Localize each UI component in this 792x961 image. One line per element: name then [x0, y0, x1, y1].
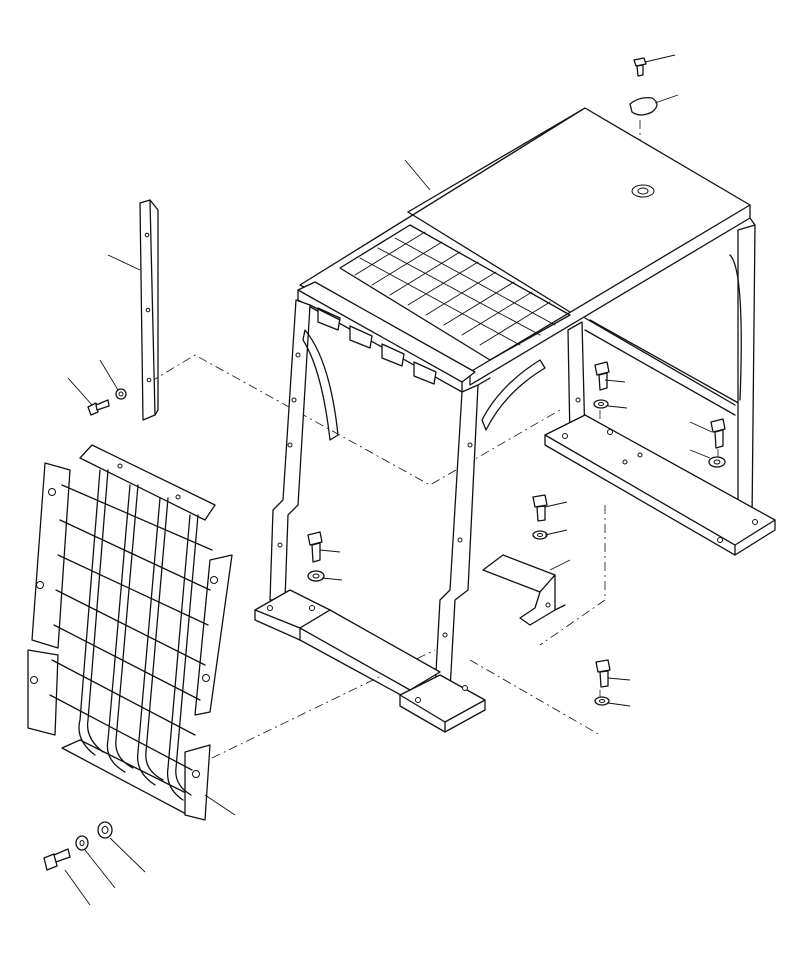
rail-washer: [115, 388, 127, 400]
roof-grille-bars: [354, 231, 556, 346]
roof-cap: [629, 96, 658, 116]
base-washer: [594, 696, 610, 706]
rear-bolt-left: [594, 361, 610, 391]
rail-bolt: [87, 399, 110, 416]
rear-washer-right: [708, 456, 726, 468]
mount-washer: [307, 570, 325, 582]
leader-lines: [64, 54, 713, 906]
front-guard: [27, 444, 233, 821]
guard-bolt: [43, 848, 71, 871]
base-bolt: [595, 659, 611, 688]
rear-washer-left: [593, 399, 609, 409]
frame-holes: [267, 352, 758, 703]
header-lights: [317, 307, 437, 385]
rear-bolt-right: [710, 418, 726, 449]
guard-spacer: [97, 821, 113, 839]
mount-bracket: [482, 554, 566, 626]
bracket-bolt: [532, 494, 548, 522]
bracket-washer: [532, 530, 548, 540]
roof-bolt: [633, 57, 647, 77]
side-rail: [139, 199, 159, 421]
canopy-frame: [254, 107, 776, 733]
mount-bolt: [307, 531, 323, 563]
guard-washer: [75, 835, 89, 851]
guard-vertical-bars: [78, 469, 199, 801]
